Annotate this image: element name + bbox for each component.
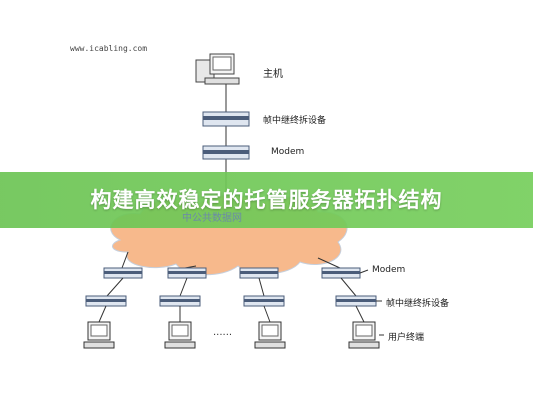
modem-top-icon bbox=[202, 145, 250, 160]
host-label: 主机 bbox=[263, 69, 283, 80]
drop-line bbox=[98, 305, 107, 323]
user-terminal-icon bbox=[164, 321, 196, 349]
user-terminal-icon bbox=[254, 321, 286, 349]
cloud-label: 中公共数据网 bbox=[182, 213, 242, 224]
frame-relay-row bbox=[85, 295, 377, 307]
user-terminal-label: 用户终端 bbox=[388, 333, 425, 343]
branch-line bbox=[317, 257, 341, 269]
page-title: 构建高效稳定的托管服务器拓扑结构 bbox=[90, 188, 443, 212]
drop-line bbox=[258, 277, 265, 297]
modem-bottom-label: Modem bbox=[372, 265, 406, 275]
host-computer-icon bbox=[195, 53, 240, 85]
user-terminal-icon bbox=[348, 321, 380, 349]
frame-relay-device-top-icon bbox=[202, 111, 250, 127]
label-leader bbox=[359, 269, 369, 274]
drop-line bbox=[106, 277, 124, 297]
branch-line bbox=[121, 251, 129, 269]
frame-relay-bottom-label: 帧中继终拆设备 bbox=[386, 299, 450, 309]
user-terminal-icon bbox=[83, 321, 115, 349]
ellipsis-more-terminals: ...... bbox=[213, 327, 233, 338]
modem-top-label: Modem bbox=[271, 147, 305, 157]
source-url: www.icabling.com bbox=[70, 44, 148, 53]
frame-relay-top-label: 帧中继终拆设备 bbox=[263, 116, 327, 126]
drop-line bbox=[263, 305, 271, 323]
drop-line bbox=[179, 277, 188, 297]
drop-line bbox=[355, 305, 365, 323]
title-banner bbox=[0, 172, 533, 228]
drop-line bbox=[340, 277, 357, 297]
